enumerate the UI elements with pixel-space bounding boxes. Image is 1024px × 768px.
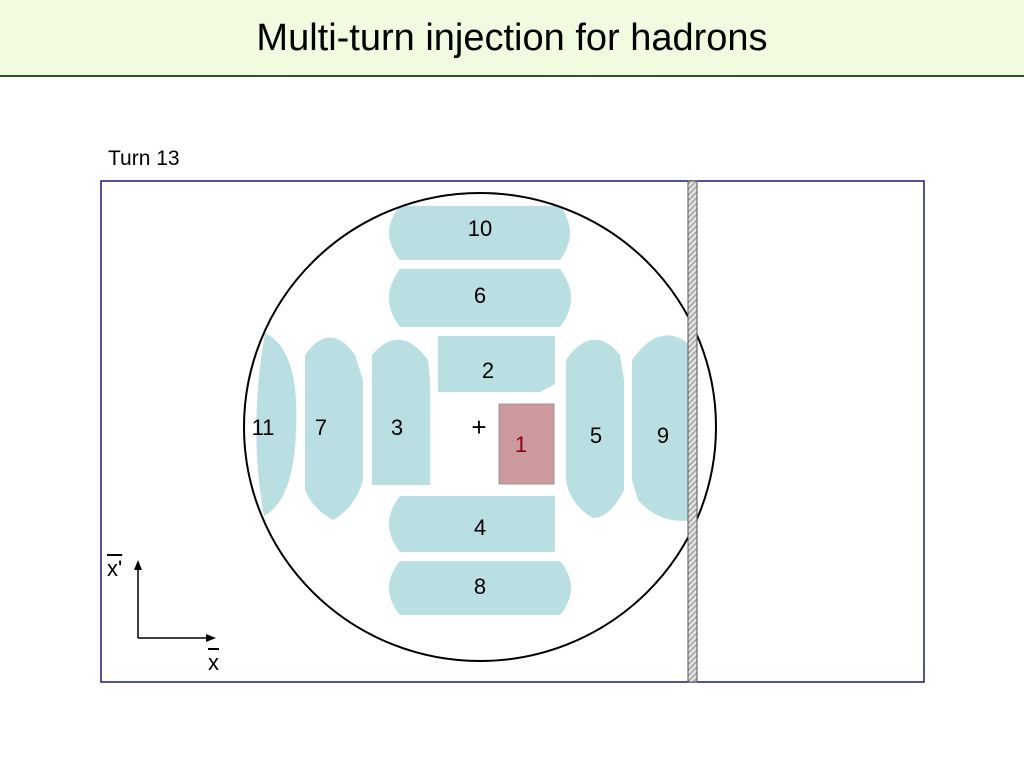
beamlet-1	[498, 403, 555, 485]
beamlet-8	[389, 561, 571, 615]
diagram-frame	[100, 180, 925, 683]
beamlet-6	[389, 269, 571, 327]
phase-space-axes	[134, 560, 216, 642]
page-title: Multi-turn injection for hadrons	[256, 17, 768, 59]
label-9: 9	[657, 423, 669, 448]
beamlet-10	[389, 206, 570, 260]
turn-label: Turn 13	[108, 147, 180, 170]
beamlet-2	[438, 336, 555, 392]
xp-axis-label: x'	[107, 556, 122, 582]
title-bar: Multi-turn injection for hadrons	[0, 0, 1024, 77]
septum	[687, 180, 698, 683]
label-5: 5	[590, 423, 602, 448]
label-10: 10	[468, 216, 492, 241]
label-6: 6	[474, 283, 486, 308]
center-marker: +	[471, 412, 486, 442]
label-1: 1	[515, 432, 527, 457]
beamlet-3	[372, 339, 430, 485]
xp-axis-text: x'	[107, 556, 123, 581]
beamlet-9	[632, 335, 692, 521]
label-4: 4	[474, 515, 486, 540]
label-7: 7	[315, 415, 327, 440]
x-axis-label: x	[208, 650, 219, 676]
beamlet-5	[566, 339, 624, 518]
beamlet-4	[389, 496, 555, 552]
label-8: 8	[474, 574, 486, 599]
beamlet-11	[256, 333, 297, 516]
label-11: 11	[252, 415, 275, 440]
label-2: 2	[482, 358, 494, 383]
acceptance-circle	[243, 192, 717, 662]
x-axis-text: x	[208, 650, 219, 675]
label-3: 3	[391, 415, 403, 440]
beamlet-7	[305, 337, 363, 520]
